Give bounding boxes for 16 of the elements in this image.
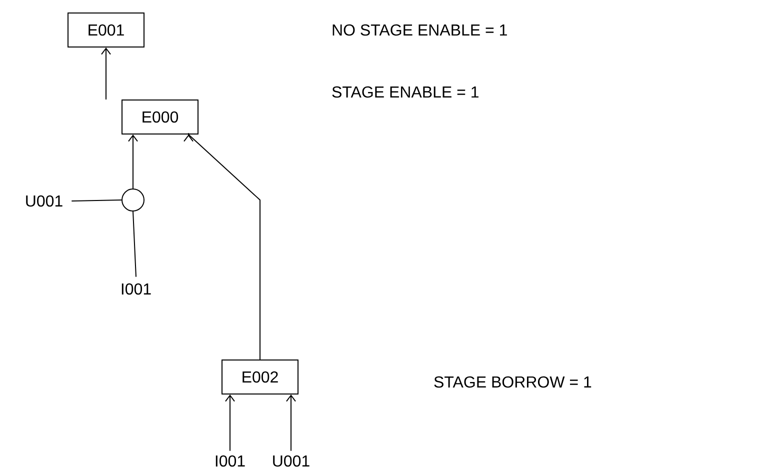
arrow [128, 134, 138, 189]
note-text: NO STAGE ENABLE = 1 [332, 24, 507, 36]
process-box: E002 [222, 360, 298, 394]
signal-label: U001 [273, 455, 310, 467]
arrow [101, 48, 111, 100]
signal-label: U001 [26, 195, 62, 207]
arrow [184, 132, 260, 360]
note-text: STAGE ENABLE = 1 [332, 86, 478, 98]
junction-circle [122, 188, 144, 212]
signal-label: I001 [122, 283, 151, 295]
process-box: E001 [68, 12, 144, 48]
arrow [225, 394, 235, 402]
process-box: E000 [122, 100, 198, 134]
signal-label: I001 [216, 455, 245, 467]
arrow [286, 394, 296, 402]
note-text: STAGE BORROW = 1 [434, 376, 592, 388]
